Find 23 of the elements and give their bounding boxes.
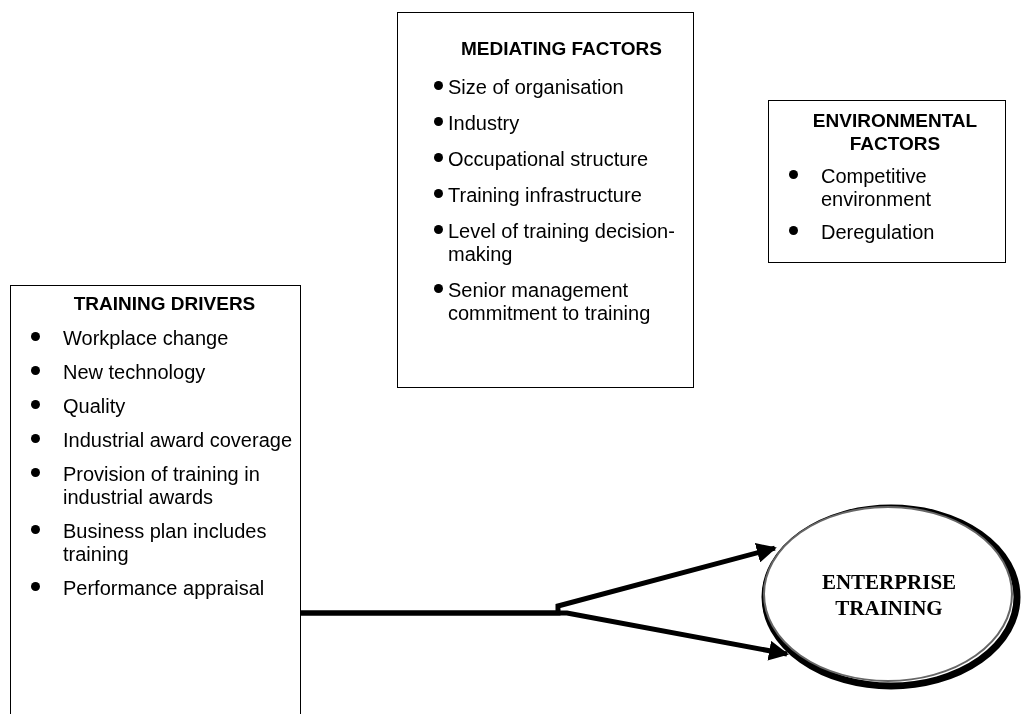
box-heading: ENVIRONMENTAL FACTORS (811, 109, 979, 155)
box-heading: MEDIATING FACTORS (460, 37, 663, 60)
bullet-item: Occupational structure (398, 148, 689, 171)
bullet-item: Performance appraisal (11, 577, 298, 600)
bullet-item: Quality (11, 395, 298, 418)
bullet-item: Workplace change (11, 327, 298, 350)
bullet-item: Provision of training in industrial awards (11, 463, 298, 509)
box-heading: TRAINING DRIVERS (72, 292, 257, 315)
bullet-item: Industry (398, 112, 689, 135)
ellipse-label: ENTERPRISE TRAINING (820, 568, 958, 622)
bullet-item: Training infrastructure (398, 184, 689, 207)
bullet-item: Business plan includes training (11, 520, 298, 566)
factor-box (10, 285, 301, 714)
factor-box (397, 12, 694, 388)
bullet-item: Industrial award coverage (11, 429, 298, 452)
bullet-item: Senior management commitment to training (398, 279, 689, 325)
bullet-item: Level of training decision-making (398, 220, 689, 266)
bullet-item: Deregulation (769, 221, 1001, 244)
bullet-item: Competitive environment (769, 165, 1001, 211)
arrow (301, 610, 789, 661)
factor-box (768, 100, 1006, 263)
bullet-item: New technology (11, 361, 298, 384)
bullet-item: Size of organisation (398, 76, 689, 99)
